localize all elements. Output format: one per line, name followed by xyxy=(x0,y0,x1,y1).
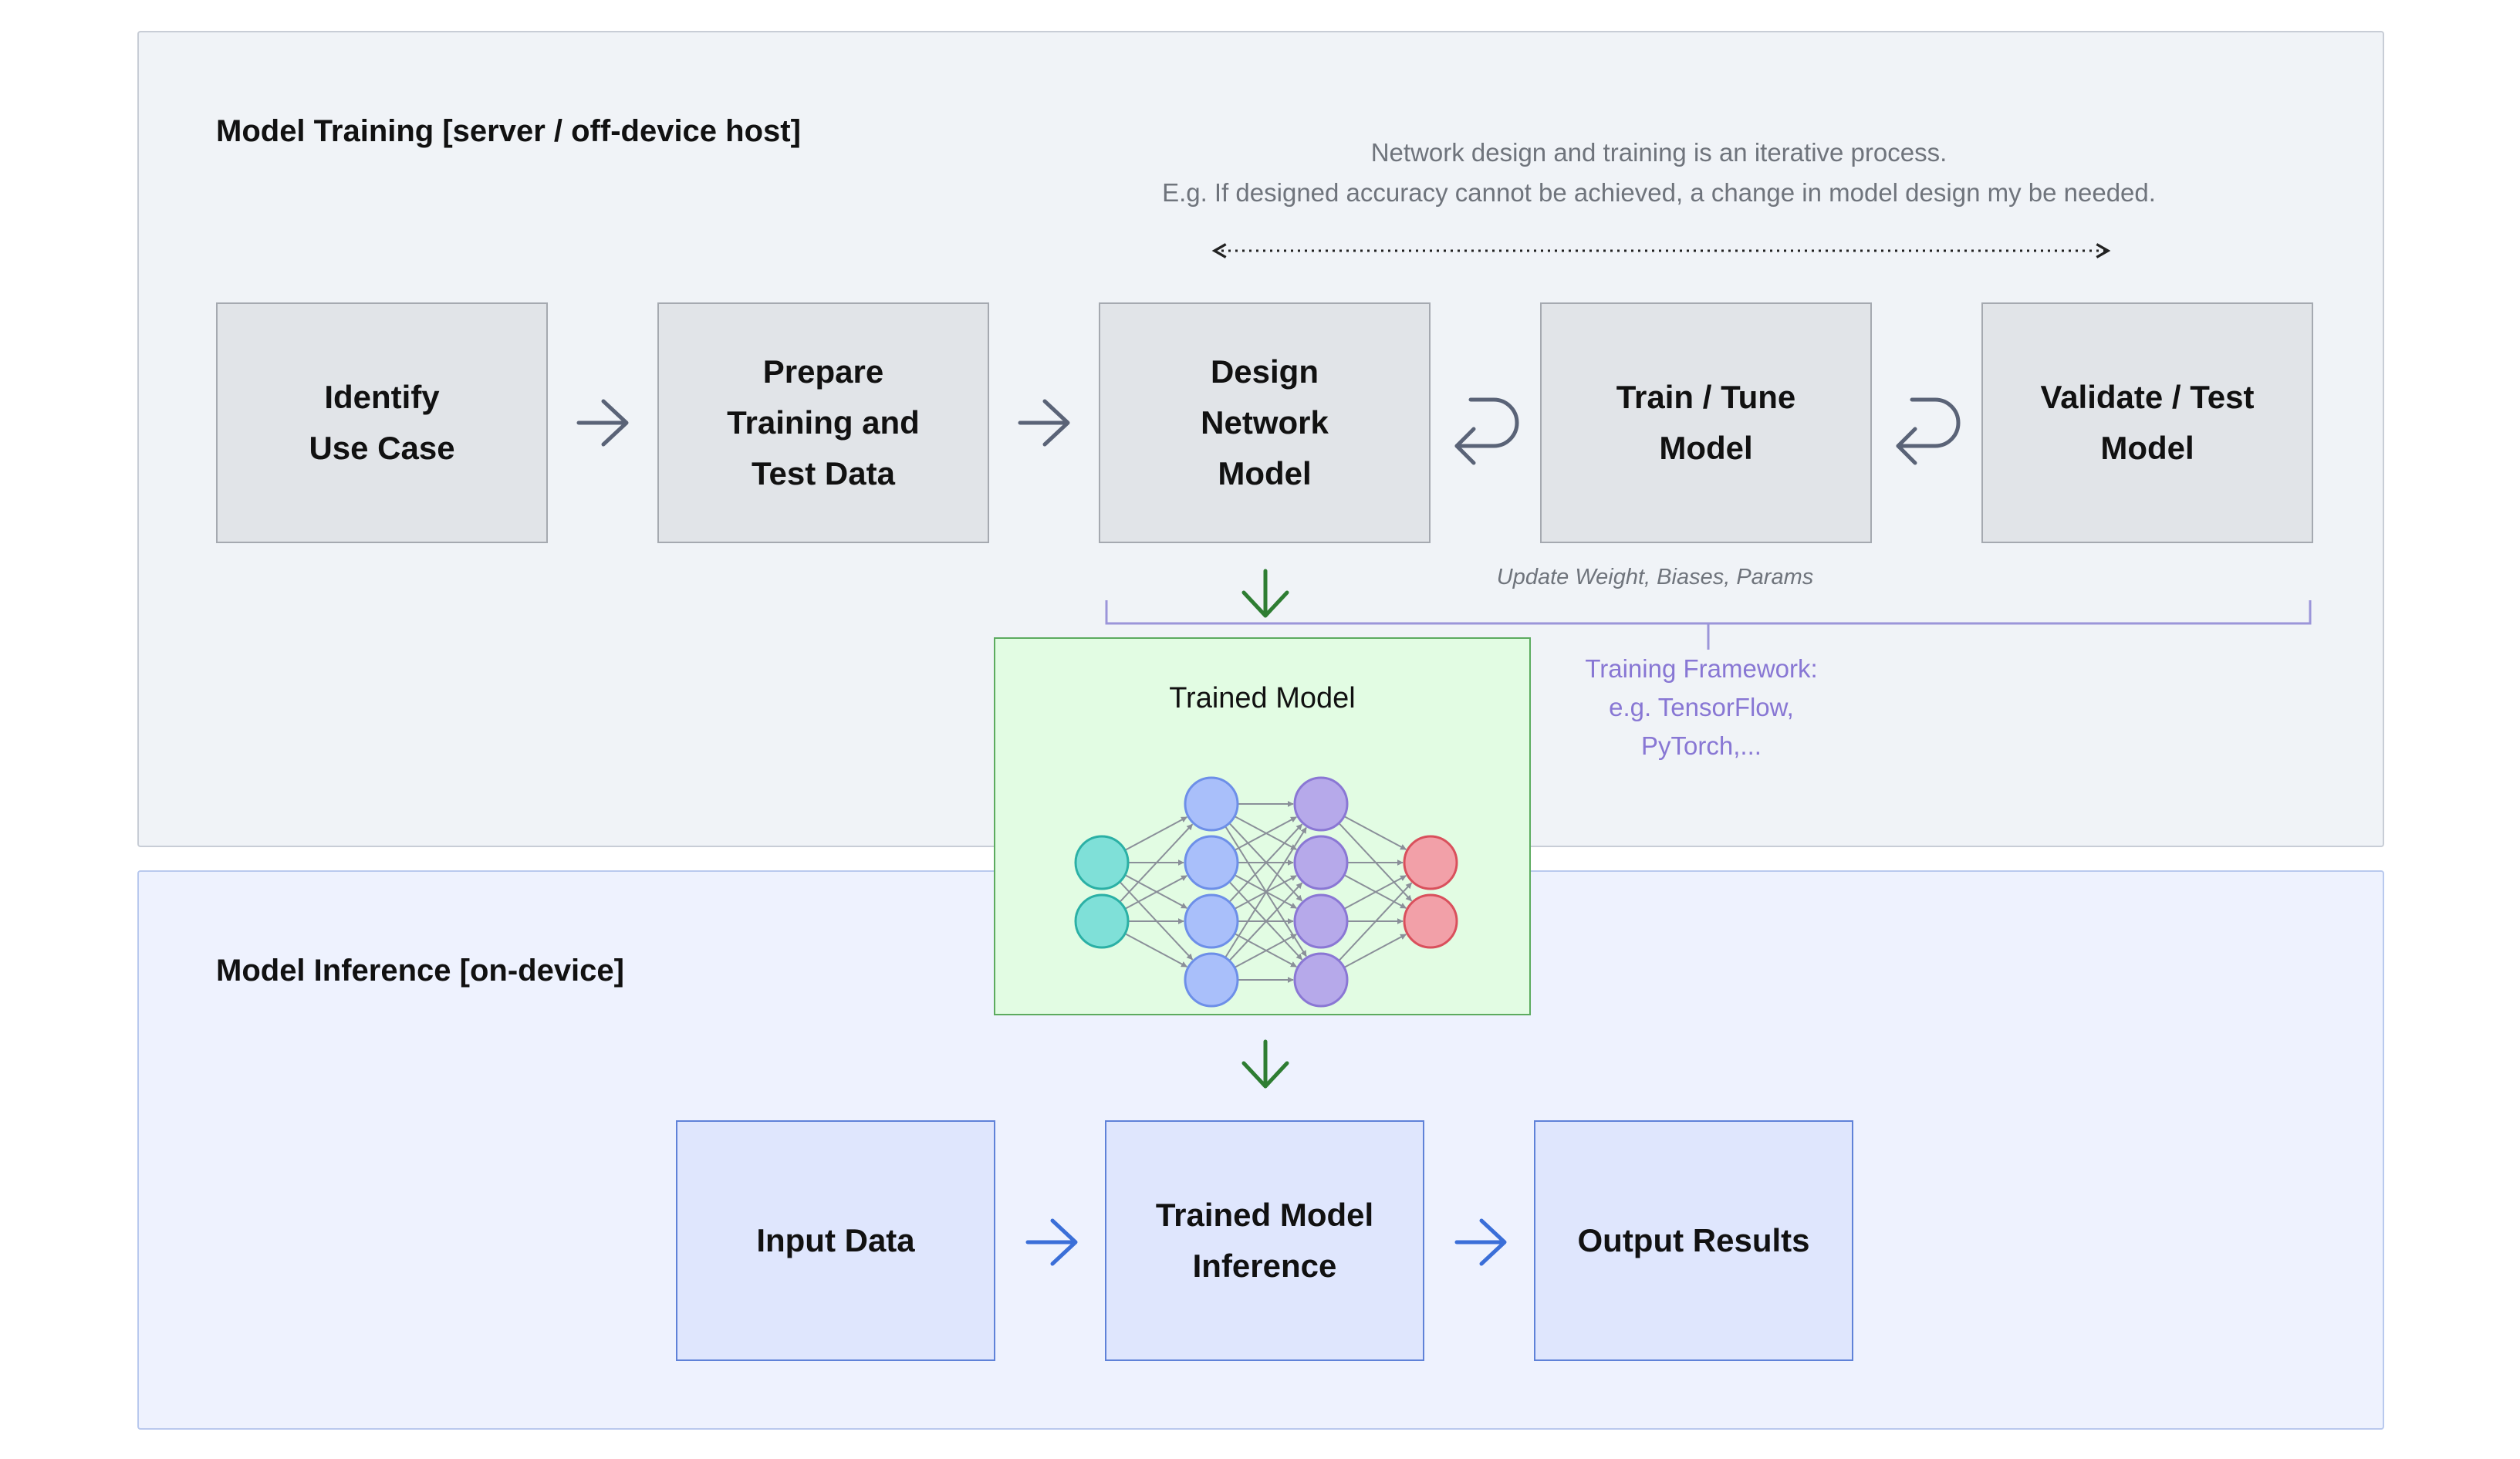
network-nodes xyxy=(1074,776,1458,1008)
output-node xyxy=(1403,835,1458,890)
network-edge xyxy=(1119,823,1194,903)
network-edge xyxy=(1234,934,1297,968)
hidden-node xyxy=(1184,893,1239,949)
arrow-right-icon xyxy=(1025,1218,1078,1266)
arrow-down-icon xyxy=(1241,1039,1289,1089)
training-framework-note: Training Framework: e.g. TensorFlow, PyT… xyxy=(1585,654,1818,760)
validate-test-box[interactable]: Validate / Test Model xyxy=(1981,302,2313,543)
identify-use-case-box[interactable]: Identify Use Case xyxy=(216,302,548,543)
hidden-node xyxy=(1293,952,1349,1008)
network-edge xyxy=(1343,816,1407,850)
output-node xyxy=(1403,893,1458,949)
trained-model-title: Trained Model xyxy=(1169,682,1356,714)
arrow-right-icon xyxy=(1018,399,1070,447)
input-data-box[interactable]: Input Data xyxy=(676,1120,995,1361)
input-data-label: Input Data xyxy=(756,1222,915,1258)
output-results-label: Output Results xyxy=(1577,1222,1810,1258)
network-edge xyxy=(1343,934,1407,968)
design-network-box[interactable]: Design Network Model xyxy=(1099,302,1431,543)
input-node xyxy=(1074,835,1130,890)
hidden-node xyxy=(1293,776,1349,832)
design-network-label: Design Network Model xyxy=(1201,353,1329,491)
return-arrow-icon xyxy=(1896,397,1961,465)
network-edge xyxy=(1124,933,1187,968)
iteration-note: Network design and training is an iterat… xyxy=(1162,138,2156,207)
network-edge xyxy=(1225,826,1307,958)
hidden-node xyxy=(1184,952,1239,1008)
network-connections xyxy=(1119,801,1413,983)
train-tune-box[interactable]: Train / Tune Model xyxy=(1540,302,1872,543)
arrow-right-icon xyxy=(576,399,629,447)
input-node xyxy=(1074,893,1130,949)
trained-model-inference-box[interactable]: Trained Model Inference xyxy=(1105,1120,1424,1361)
network-edge xyxy=(1343,875,1407,910)
output-results-box[interactable]: Output Results xyxy=(1534,1120,1853,1361)
training-section-title: Model Training [server / off-device host… xyxy=(216,114,801,148)
arrow-right-icon xyxy=(1454,1218,1507,1266)
inference-section-title: Model Inference [on-device] xyxy=(216,954,624,988)
network-edge xyxy=(1234,816,1297,851)
hidden-node xyxy=(1184,776,1239,832)
network-edge xyxy=(1228,823,1303,903)
network-edge xyxy=(1228,882,1303,961)
validate-test-label: Validate / Test Model xyxy=(2040,379,2255,466)
arrow-down-icon xyxy=(1241,569,1289,618)
identify-use-case-label: Identify Use Case xyxy=(309,379,455,466)
network-edge xyxy=(1124,816,1187,851)
hidden-node xyxy=(1293,835,1349,890)
return-arrow-icon xyxy=(1454,397,1519,465)
network-edge xyxy=(1338,882,1413,961)
network-edge xyxy=(1124,875,1187,910)
hidden-node xyxy=(1184,835,1239,890)
hidden-node xyxy=(1293,893,1349,949)
train-tune-label: Train / Tune Model xyxy=(1616,379,1796,466)
training-framework-bracket xyxy=(1105,600,2312,650)
update-weights-note: Update Weight, Biases, Params xyxy=(1496,565,1814,589)
trained-model-inference-label: Trained Model Inference xyxy=(1155,1197,1374,1284)
prepare-data-box[interactable]: Prepare Training and Test Data xyxy=(657,302,989,543)
prepare-data-label: Prepare Training and Test Data xyxy=(727,353,920,491)
